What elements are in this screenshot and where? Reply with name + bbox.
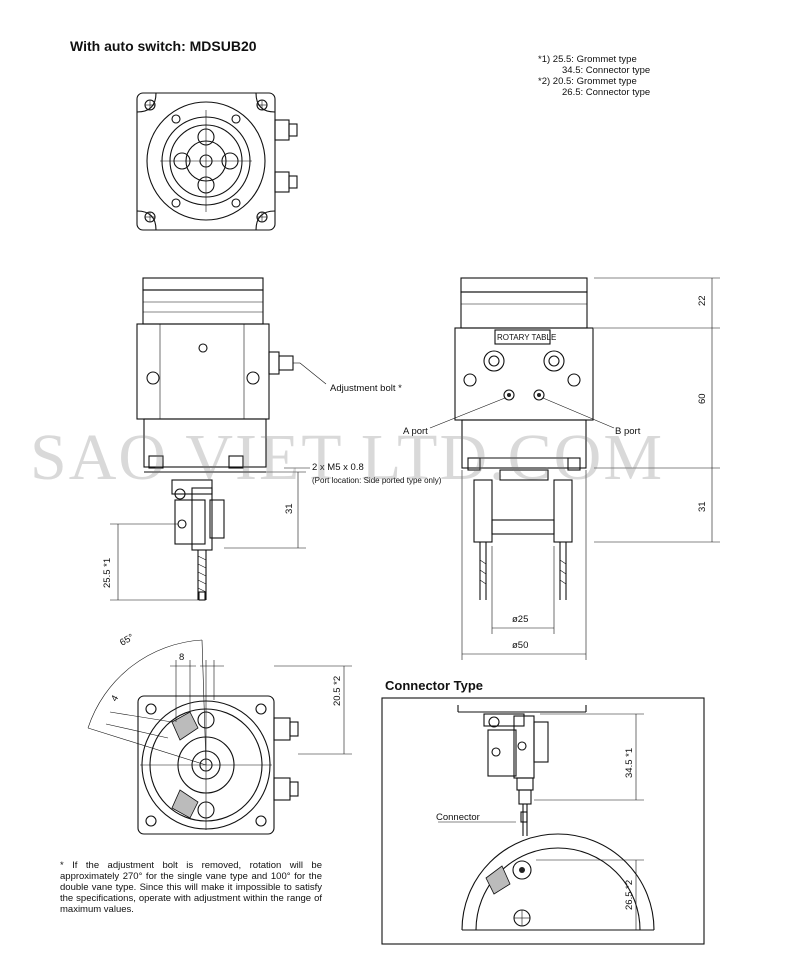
connector-type-title: Connector Type bbox=[385, 678, 483, 693]
dim-34-5: 34.5 *1 bbox=[624, 748, 635, 778]
bottom-view bbox=[87, 639, 299, 835]
a-port-label: A port bbox=[403, 426, 428, 437]
dim-20-5: 20.5 *2 bbox=[332, 676, 343, 706]
front-view bbox=[136, 277, 300, 601]
dim-31-left: 31 bbox=[284, 503, 295, 514]
note-2: *2) 20.5: Grommet type bbox=[538, 76, 637, 87]
top-view bbox=[136, 92, 298, 231]
dim-65-deg: 65° bbox=[118, 632, 136, 649]
note-2-line-2: 26.5: Connector type bbox=[562, 87, 651, 98]
dim-8: 8 bbox=[179, 652, 184, 663]
side-view: ROTARY TABLE bbox=[454, 277, 594, 600]
port-thread-label: 2 x M5 x 0.8 bbox=[312, 462, 364, 473]
dim-26-5: 26.5 *2 bbox=[624, 880, 635, 910]
page-title: With auto switch: MDSUB20 bbox=[70, 38, 257, 54]
notes-block: *1) 25.5: Grommet type 34.5: Connector t… bbox=[538, 54, 650, 98]
dim-31-right: 31 bbox=[697, 501, 708, 512]
adjustment-bolt-label: Adjustment bolt * bbox=[330, 383, 402, 394]
dim-25-5: 25.5 *1 bbox=[102, 558, 113, 588]
dim-22: 22 bbox=[697, 295, 708, 306]
dim-60: 60 bbox=[697, 393, 708, 404]
connector-type-box bbox=[381, 697, 705, 945]
footnote: * If the adjustment bolt is removed, rot… bbox=[60, 860, 322, 915]
note-1: *1) 25.5: Grommet type bbox=[538, 54, 637, 65]
rotary-table-label: ROTARY TABLE bbox=[497, 333, 556, 342]
dimension-lines bbox=[110, 277, 720, 931]
dim-dia-25: ø25 bbox=[512, 614, 528, 625]
dim-dia-50: ø50 bbox=[512, 640, 528, 651]
b-port-label: B port bbox=[615, 426, 641, 437]
note-1-line-2: 34.5: Connector type bbox=[562, 65, 651, 76]
dim-4: 4 bbox=[109, 693, 121, 703]
port-location-label: (Port location: Side ported type only) bbox=[312, 476, 442, 485]
connector-label: Connector bbox=[436, 812, 480, 823]
